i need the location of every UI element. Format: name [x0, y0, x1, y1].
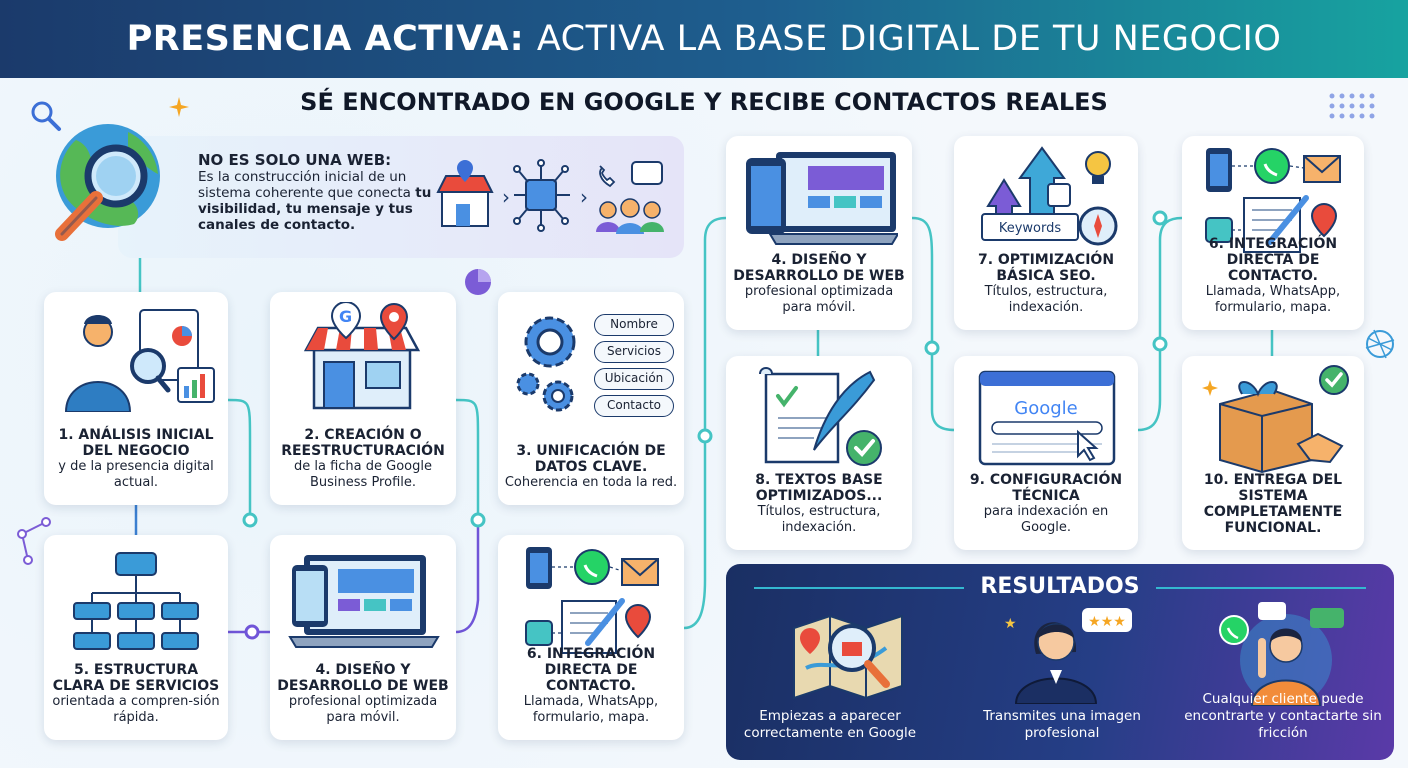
- tag-nombre: Nombre: [594, 314, 674, 336]
- step-title: 10. ENTREGA DEL SISTEMA COMPLETAMENTE FU…: [1203, 472, 1343, 536]
- step-desc: y de la presencia digital actual.: [58, 459, 214, 490]
- data-tags: Nombre Servicios Ubicación Contacto: [594, 314, 674, 417]
- tag-contacto: Contacto: [594, 395, 674, 417]
- step-desc: Títulos, estructura, indexación.: [984, 284, 1108, 315]
- page-title: PRESENCIA ACTIVA: ACTIVA LA BASE DIGITAL…: [126, 19, 1282, 59]
- flow-icons: › ›: [436, 159, 664, 234]
- intro-bold: tu visibilidad, tu mensaje y tus canales…: [198, 185, 432, 233]
- step-desc: Llamada, WhatsApp, formulario, mapa.: [1205, 284, 1341, 315]
- svg-text:›: ›: [502, 185, 510, 209]
- step-title: 3. UNIFICACIÓN DE DATOS CLAVE.: [516, 443, 666, 475]
- result-visibility: Empiezas a aparecer correctamente en Goo…: [743, 708, 917, 741]
- results-panel: RESULTADOS ★★★ ★ Empiezas a aparecer cor…: [726, 564, 1394, 760]
- globe-search-icon: [55, 124, 160, 241]
- contact-integration-icon: [525, 547, 659, 654]
- map-search-icon: [793, 614, 903, 700]
- google-label: Google: [1014, 398, 1077, 419]
- header-banner: PRESENCIA ACTIVA: ACTIVA LA BASE DIGITAL…: [0, 0, 1408, 78]
- people-contact-icon: [596, 161, 664, 234]
- keywords-label: Keywords: [999, 221, 1062, 236]
- svg-text:★: ★: [1004, 616, 1017, 632]
- step-card-10: 10. ENTREGA DEL SISTEMA COMPLETAMENTE FU…: [1182, 356, 1364, 550]
- web-design-icon: [746, 152, 898, 245]
- step-title: 1. ANÁLISIS INICIAL DEL NEGOCIO: [58, 427, 214, 459]
- google-search-window-icon: Google: [978, 370, 1116, 466]
- client-whatsapp-icon: [1219, 602, 1344, 706]
- intro-title: NO ES SOLO UNA WEB:: [198, 151, 392, 169]
- step-desc: orientada a compren-sión rápida.: [52, 694, 220, 725]
- gears-icon: [516, 316, 576, 412]
- step-title: 4. DISEÑO Y DESARROLLO DE WEB: [277, 662, 449, 694]
- step-card-6-bottom: 6. INTEGRACIÓN DIRECTA DE CONTACTO.Llama…: [498, 535, 684, 740]
- step-card-6-top: 6. INTEGRACIÓN DIRECTA DE CONTACTO.Llama…: [1182, 136, 1364, 330]
- step-title: 6. INTEGRACIÓN DIRECTA DE CONTACTO.: [1208, 236, 1338, 284]
- step-card-7: Keywords 7. OPTIMIZACIÓN BÁSICA SEO.Títu…: [954, 136, 1138, 330]
- step-card-8: 8. TEXTOS BASE OPTIMIZADOS...Títulos, es…: [726, 356, 912, 550]
- step-title: 2. CREACIÓN O REESTRUCTURACIÓN: [281, 427, 445, 459]
- step-desc: profesional optimizada para móvil.: [744, 284, 894, 315]
- store-pin-icon: [436, 160, 494, 227]
- step-card-3: Nombre Servicios Ubicación Contacto 3. U…: [498, 292, 684, 505]
- step-title: 5. ESTRUCTURA CLARA DE SERVICIOS: [52, 662, 220, 694]
- svg-text:G: G: [339, 307, 352, 326]
- document-quill-icon: [759, 367, 882, 466]
- svg-text:›: ›: [580, 185, 588, 209]
- storefront-google-icon: G: [303, 302, 421, 410]
- step-desc: Títulos, estructura, indexación.: [757, 504, 881, 535]
- step-desc: para indexación en Google.: [983, 504, 1109, 535]
- intro-text: NO ES SOLO UNA WEB: Es la construcción i…: [198, 152, 438, 233]
- step-title: 6. INTEGRACIÓN DIRECTA DE CONTACTO.: [526, 646, 656, 694]
- step-title: 8. TEXTOS BASE OPTIMIZADOS...: [755, 472, 883, 504]
- laptop-phone-icon: [288, 555, 440, 648]
- step-desc: de la ficha de Google Business Profile.: [294, 459, 432, 490]
- svg-text:★★★: ★★★: [1088, 614, 1126, 630]
- step-desc: Llamada, WhatsApp, formulario, mapa.: [523, 694, 659, 725]
- sitemap-icon: [73, 552, 199, 650]
- tag-servicios: Servicios: [594, 341, 674, 363]
- step-title: 7. OPTIMIZACIÓN BÁSICA SEO.: [977, 252, 1115, 284]
- divider-left: [754, 587, 964, 589]
- step-title: 4. DISEÑO Y DESARROLLO DE WEB: [733, 252, 905, 284]
- tag-ubicacion: Ubicación: [594, 368, 674, 390]
- contact-channels-icon: [1205, 148, 1341, 253]
- results-title: RESULTADOS: [980, 574, 1140, 599]
- result-professional-image: Transmites una imagen profesional: [983, 708, 1141, 741]
- chip-network-icon: [513, 159, 570, 232]
- seo-growth-icon: Keywords: [981, 146, 1118, 246]
- step-desc: Coherencia en toda la red.: [504, 475, 678, 490]
- intro-box: NO ES SOLO UNA WEB: Es la construcción i…: [118, 136, 684, 258]
- analyst-chart-icon: [64, 309, 215, 412]
- step-desc: profesional optimizada para móvil.: [288, 694, 438, 725]
- page-subtitle: SÉ ENCONTRADO EN GOOGLE Y RECIBE CONTACT…: [300, 88, 1108, 116]
- result-contact: Cualquier cliente puede encontrarte y co…: [1184, 691, 1382, 741]
- divider-right: [1156, 587, 1366, 589]
- step-title: 9. CONFIGURACIÓN TÉCNICA: [969, 472, 1123, 504]
- professional-woman-icon: ★★★ ★: [1004, 608, 1132, 704]
- gift-handshake-icon: [1202, 365, 1349, 474]
- intro-desc: Es la construcción inicial de un sistema…: [198, 169, 411, 201]
